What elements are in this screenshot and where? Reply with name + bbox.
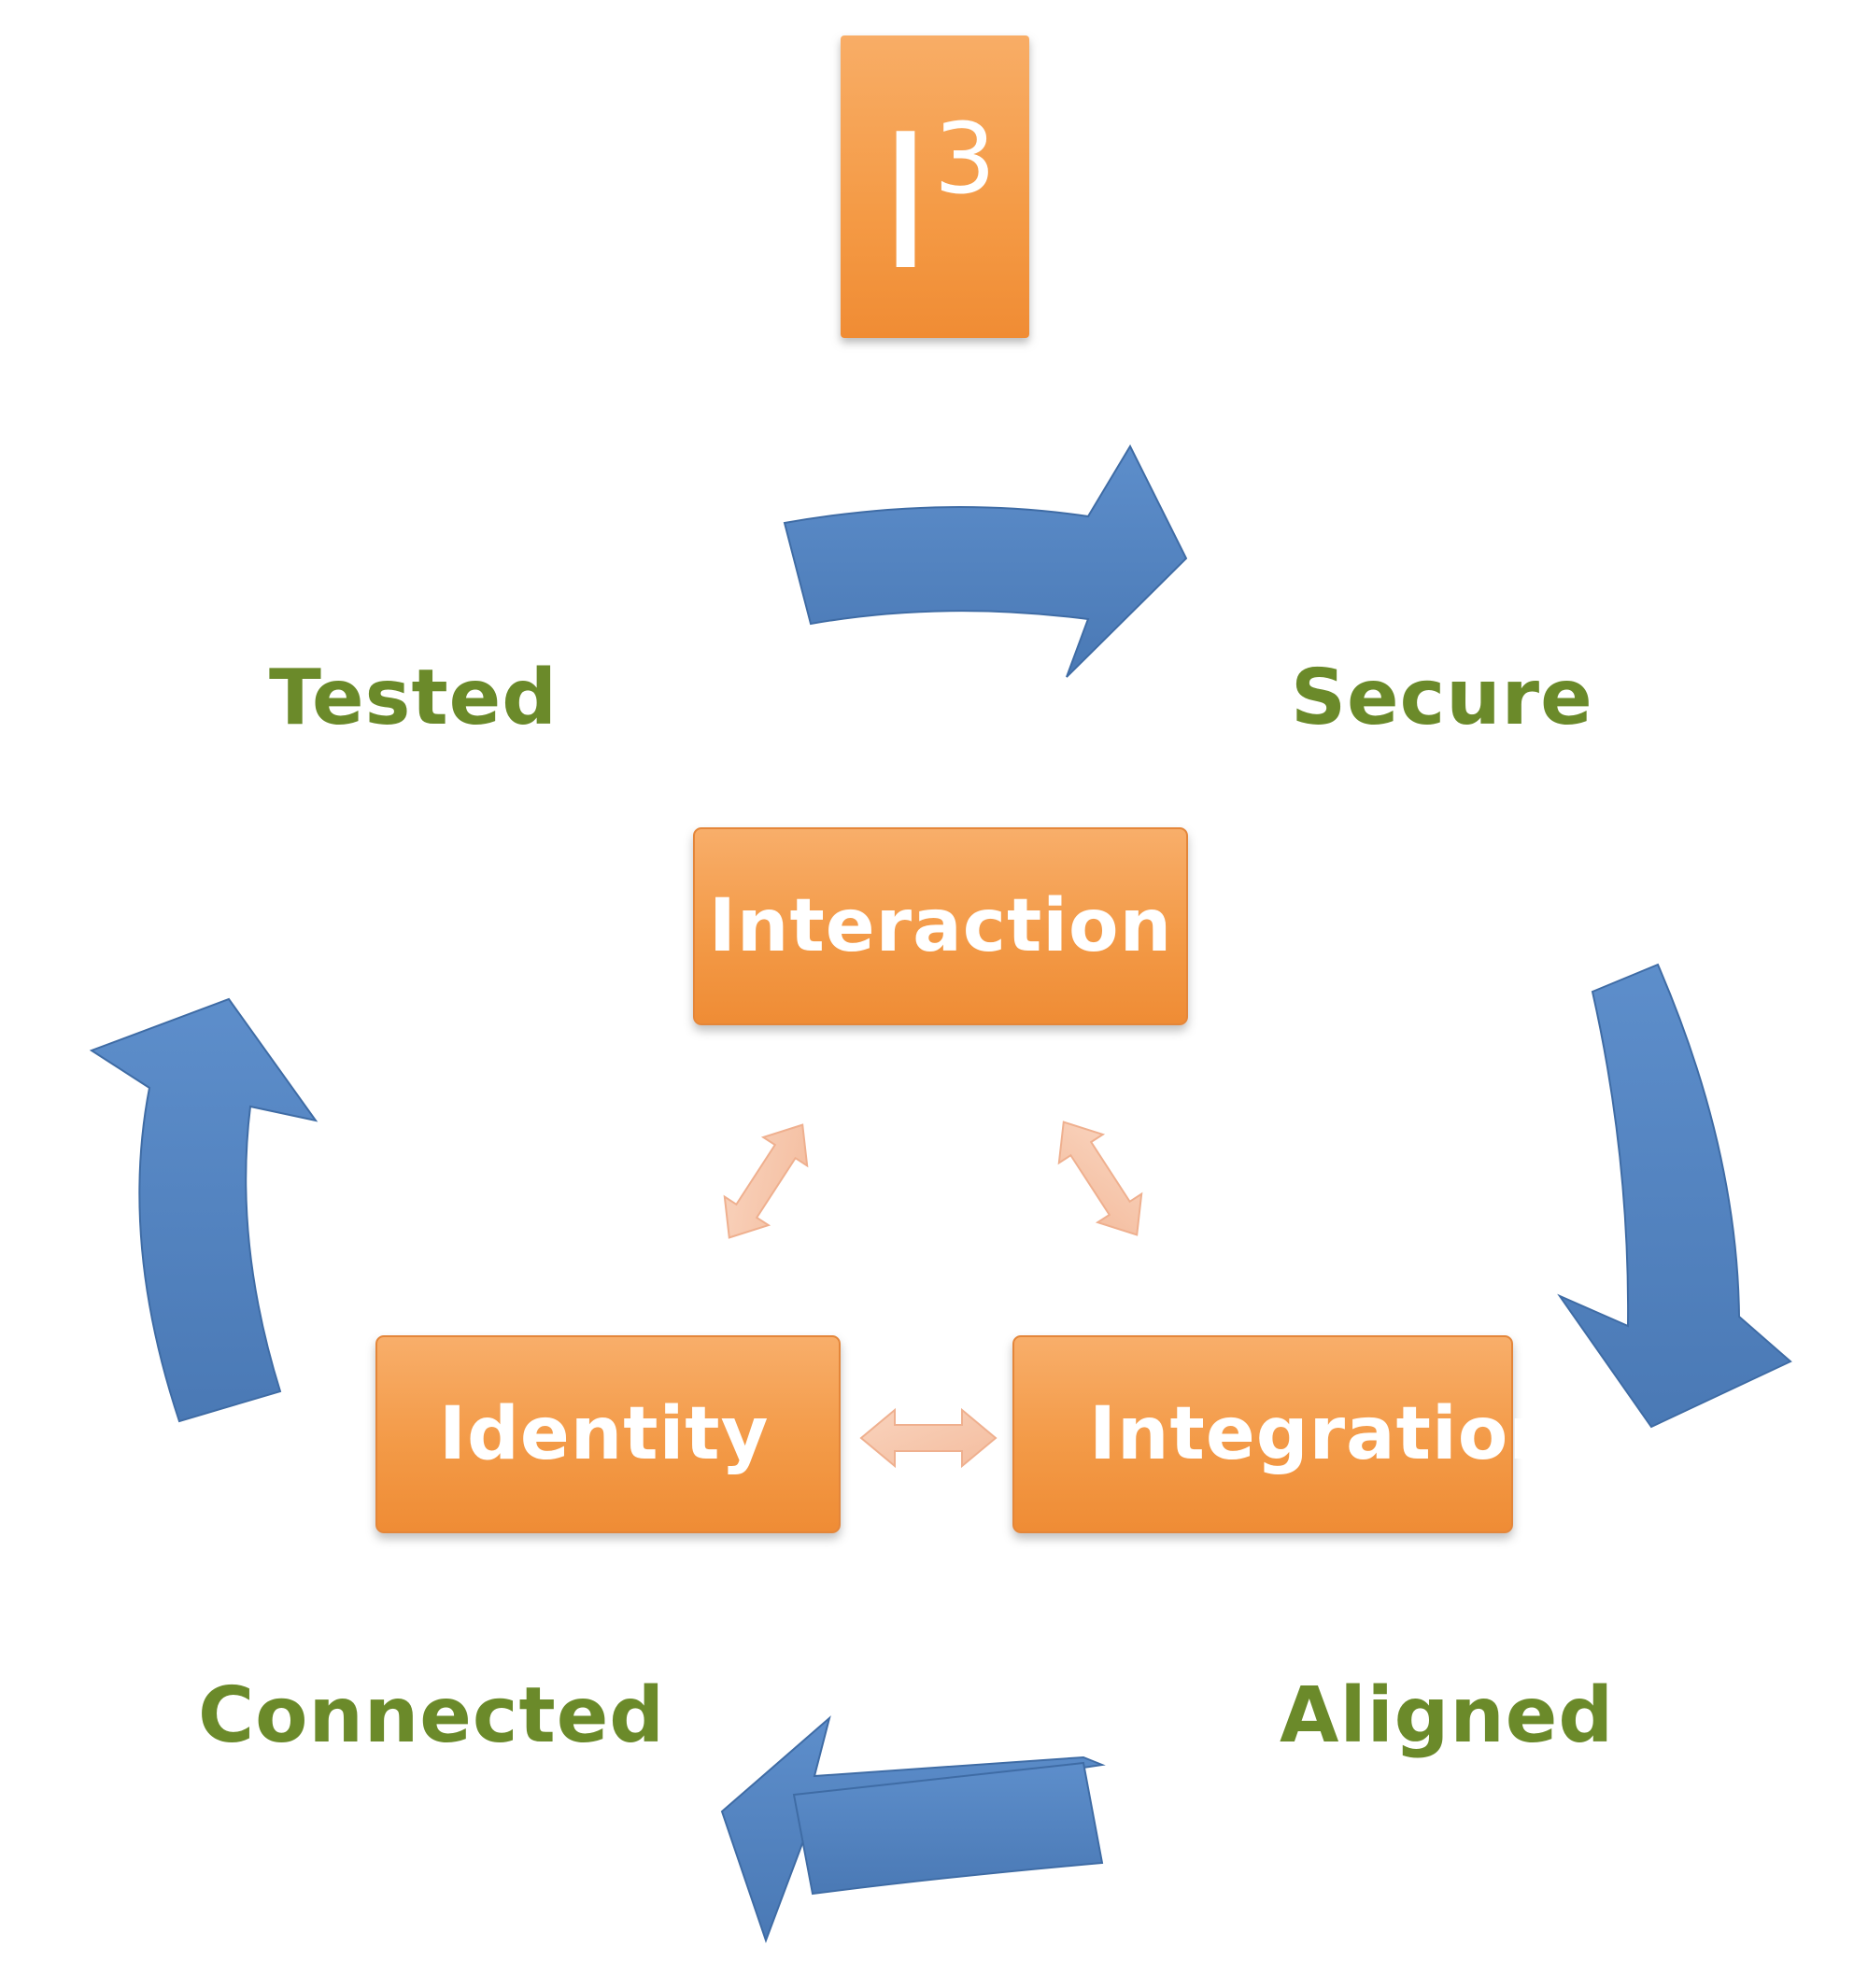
logo-exponent: 3	[934, 102, 997, 216]
identity-label: Identity	[439, 1392, 770, 1476]
i3-logo-box	[841, 35, 1029, 338]
label-tested: Tested	[269, 654, 558, 742]
cycle-arrow-top	[783, 444, 1188, 678]
cycle-arrow-bottom-body	[792, 1761, 1104, 1896]
label-secure: Secure	[1291, 654, 1593, 742]
cycle-arrow-right	[1557, 963, 1792, 1429]
logo-letter: I	[878, 94, 933, 312]
integration-box: Integration	[1012, 1335, 1561, 1533]
interaction-label: Interaction	[708, 884, 1173, 968]
integration-label: Integration	[1089, 1392, 1562, 1476]
cycle-arrow-left	[89, 997, 318, 1423]
label-connected: Connected	[198, 1671, 665, 1760]
connector-interaction-integration-arrow	[1057, 1121, 1143, 1236]
interaction-box: Interaction	[693, 827, 1188, 1025]
connector-identity-integration-arrow	[859, 1407, 998, 1469]
identity-box: Identity	[375, 1335, 841, 1533]
connector-interaction-identity-arrow	[723, 1123, 809, 1239]
label-aligned: Aligned	[1280, 1671, 1615, 1760]
